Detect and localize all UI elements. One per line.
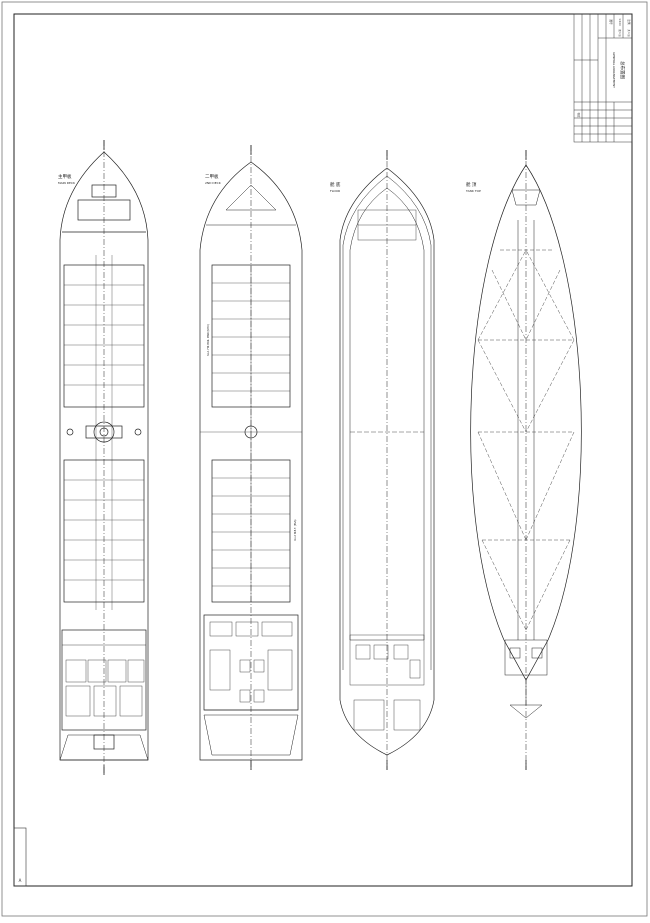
accommodation-block: [61, 629, 147, 731]
inner-frame: [13, 13, 633, 887]
title-cell-1: 1:100: [618, 18, 622, 26]
view-2nd-deck-label-cn: 二甲板: [205, 173, 219, 180]
centerline-ticks: [103, 140, 527, 775]
view-floor-label-en: FLOOR: [330, 189, 340, 193]
view-2nd-deck: [199, 145, 303, 770]
view-tank-top-label-cn: 舱 顶: [466, 181, 477, 188]
2nd-deck-hull-outline: [199, 161, 303, 761]
title-block-text: 总布置图 GENERAL ARRANGEMENT 比例 1:100 图号 第 1…: [577, 18, 631, 118]
view-main-deck-label-en: MAIN DECK: [58, 181, 76, 185]
title-block: [573, 13, 633, 143]
forecastle-deck: [77, 199, 131, 221]
view-tank-top-label-en: TANK TOP: [465, 189, 481, 193]
title-cell-0: 比例: [627, 19, 631, 25]
title-cell-2: 图号: [609, 19, 613, 25]
title-cell-3: 第 1 张: [618, 29, 622, 37]
revision-label: 修改: [577, 113, 581, 118]
drawing-subtitle: GENERAL ARRANGEMENT: [612, 52, 616, 88]
bottom-left-box: A: [13, 827, 27, 887]
view-floor-label-cn: 舱 底: [330, 181, 341, 188]
view-main-deck-label-cn: 主甲板: [58, 173, 72, 180]
main-deck-hatch-aft: [63, 459, 145, 603]
drawing-title: 总布置图: [619, 61, 626, 79]
view-main-deck: [59, 140, 149, 775]
view-floor: [339, 150, 435, 770]
view-tank-top: [470, 150, 582, 770]
title-cell-4: 共 1 张: [627, 29, 631, 37]
hold-note-aft: No.2 W.B.T. (P&S): [294, 519, 297, 540]
main-deck-hatch-fwd: [63, 264, 145, 408]
hold-note-fwd: No.1 FW. BRK. DWR (NHO): [207, 324, 210, 356]
view-2nd-deck-label-en: 2ND DECK: [205, 181, 222, 185]
floor-hull-outline: [339, 167, 435, 756]
corner-mark: A: [19, 878, 22, 883]
